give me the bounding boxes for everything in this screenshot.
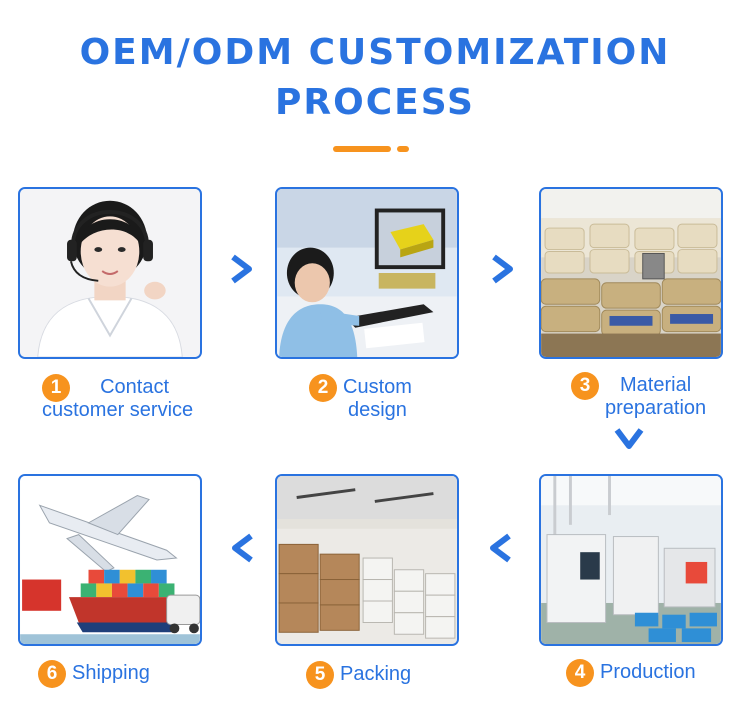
step-3-label-line-2: preparation: [605, 397, 707, 419]
material-warehouse-icon: [541, 189, 721, 357]
step-4-label: 4 Production: [566, 659, 696, 687]
shipping-plane-ship-truck-icon: [20, 476, 200, 644]
step-5-label: 5 Packing: [306, 661, 412, 689]
page-title: OEM/ODM CUSTOMIZATION PROCESS: [0, 28, 750, 128]
step-6-label: 6 Shipping: [38, 660, 150, 688]
step-1-image: [18, 187, 202, 359]
step-1-number-badge: 1: [42, 374, 70, 402]
step-5-image: [275, 474, 459, 646]
step-4-number-badge: 4: [566, 659, 594, 687]
step-4-image: [539, 474, 723, 646]
step-6-label-line-1: Shipping: [72, 662, 150, 684]
step-2-image: [275, 187, 459, 359]
arrow-left-icon-1: [487, 533, 513, 563]
title-underline-long: [333, 146, 391, 152]
title-line-2: PROCESS: [275, 82, 475, 123]
arrow-left-icon-2: [229, 533, 255, 563]
step-2-label-line-1: Custom: [343, 376, 412, 398]
arrow-right-icon-2: [490, 254, 516, 284]
cad-design-workstation-icon: [277, 189, 457, 357]
step-5-number-badge: 5: [306, 661, 334, 689]
title-underline-dot: [397, 146, 409, 152]
packed-boxes-warehouse-icon: [277, 476, 457, 644]
step-6-image: [18, 474, 202, 646]
step-3-label-line-1: Material: [620, 374, 692, 396]
step-3-label: 3 Material preparation: [571, 372, 707, 420]
step-2-label-line-2: design: [347, 399, 407, 421]
arrow-down-icon: [614, 426, 644, 452]
step-4-label-line-1: Production: [600, 661, 696, 683]
step-1-label-line-1: Contact: [100, 376, 170, 398]
step-6-number-badge: 6: [38, 660, 66, 688]
customer-service-agent-icon: [20, 189, 200, 357]
production-machines-icon: [541, 476, 721, 644]
title-line-1: OEM/ODM CUSTOMIZATION: [79, 32, 671, 73]
step-1-label-line-2: customer service: [42, 399, 194, 421]
step-5-label-line-1: Packing: [340, 663, 412, 685]
step-3-image: [539, 187, 723, 359]
arrow-right-icon-1: [229, 254, 255, 284]
step-1-label: 1 Contact customer service: [42, 374, 194, 422]
step-2-label: 2 Custom design: [309, 374, 412, 422]
step-3-number-badge: 3: [571, 372, 599, 400]
step-2-number-badge: 2: [309, 374, 337, 402]
